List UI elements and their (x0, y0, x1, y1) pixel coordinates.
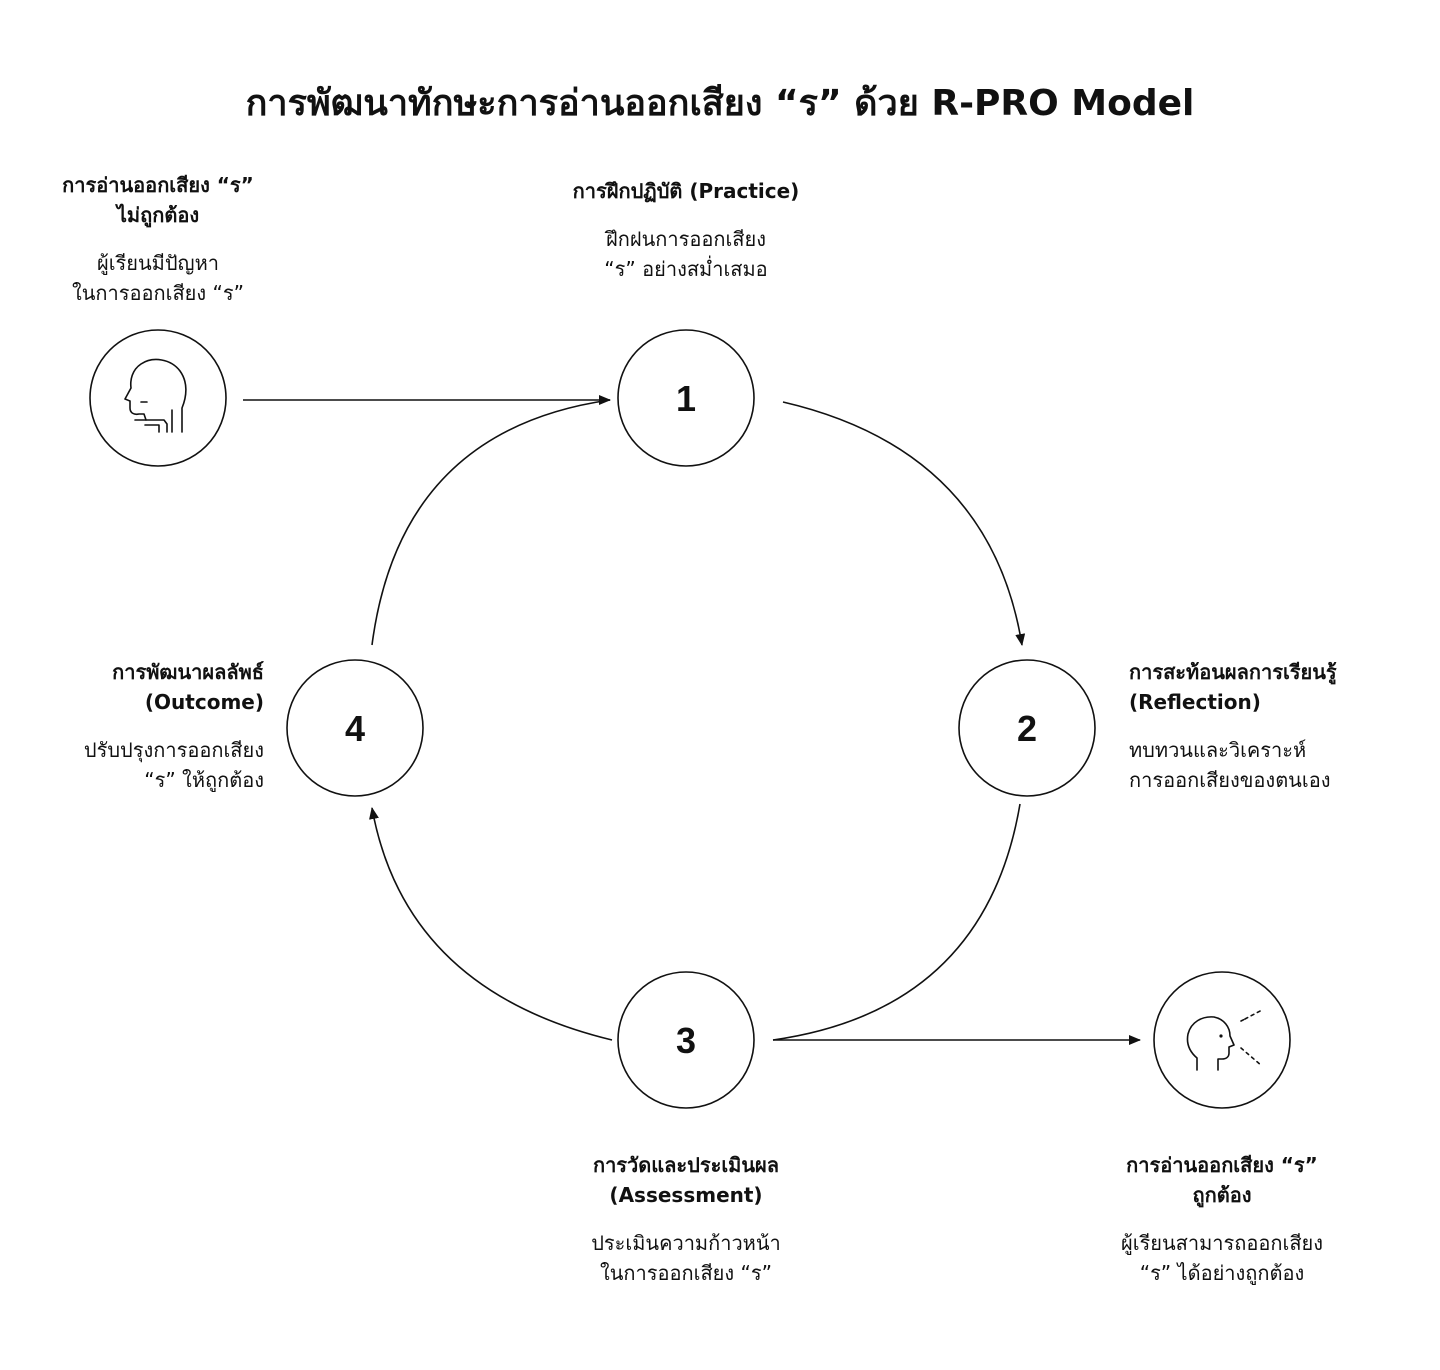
step-3-heading: การวัดและประเมินผล (Assessment) (536, 1150, 836, 1210)
step-4-circle (286, 659, 424, 797)
step-4-description-line: ปรับปรุงการออกเสียง (83, 738, 264, 762)
step-4-heading: การพัฒนาผลลัพธ์ (Outcome) (10, 657, 264, 717)
step-2-description-line: ทบทวนและวิเคราะห์ (1129, 738, 1307, 762)
step-4-text-block: การพัฒนาผลลัพธ์ (Outcome) ปรับปรุงการออก… (10, 657, 264, 795)
start-text-block: การอ่านออกเสียง “ร” ไม่ถูกต้อง ผู้เรียนม… (20, 170, 296, 308)
step-2-description: ทบทวนและวิเคราะห์ การออกเสียงของตนเอง (1129, 735, 1429, 795)
step-3-heading-line: (Assessment) (609, 1183, 763, 1207)
step-3-description-line: ประเมินความก้าวหน้า (591, 1231, 781, 1255)
speaking-head-icon (1186, 1009, 1263, 1071)
end-heading: การอ่านออกเสียง “ร” ถูกต้อง (1076, 1150, 1368, 1210)
step-4-description: ปรับปรุงการออกเสียง “ร” ให้ถูกต้อง (10, 735, 264, 795)
end-icon-circle (1153, 971, 1291, 1109)
step-4-number: 4 (345, 708, 365, 749)
step-1-heading-line: การฝึกปฏิบัติ (Practice) (572, 179, 800, 203)
step-3-heading-line: การวัดและประเมินผล (592, 1153, 780, 1177)
step-1-circle (617, 329, 755, 467)
step-3-description-line: ในการออกเสียง “ร” (599, 1261, 772, 1285)
start-heading-line: ไม่ถูกต้อง (116, 203, 200, 227)
step-2-number: 2 (1017, 708, 1037, 749)
diagram-title: การพัฒนาทักษะการอ่านออกเสียง “ร” ด้วย R-… (245, 83, 1195, 124)
end-description-line: ผู้เรียนสามารถออกเสียง (1120, 1231, 1324, 1255)
end-description-line: “ร” ได้อย่างถูกต้อง (1139, 1261, 1305, 1285)
step-2-heading-line: การสะท้อนผลการเรียนรู้ (1129, 660, 1337, 684)
step-4-heading-line: (Outcome) (144, 690, 264, 714)
arrow-step2-to-step3 (772, 803, 1021, 1041)
step-4-description-line: “ร” ให้ถูกต้อง (144, 768, 264, 792)
step-3-circle (617, 971, 755, 1109)
step-1-text-block: การฝึกปฏิบัติ (Practice) ฝึกฝนการออกเสีย… (523, 176, 849, 284)
head-throat-icon (124, 358, 187, 433)
step-3-number: 3 (676, 1020, 696, 1061)
step-2-text-block: การสะท้อนผลการเรียนรู้ (Reflection) ทบทว… (1129, 657, 1429, 795)
step-1-description-line: “ร” อย่างสม่ำเสมอ (604, 257, 768, 281)
step-2-description-line: การออกเสียงของตนเอง (1129, 768, 1331, 792)
end-heading-line: การอ่านออกเสียง “ร” (1126, 1153, 1318, 1177)
step-1-description: ฝึกฝนการออกเสียง “ร” อย่างสม่ำเสมอ (523, 224, 849, 284)
start-description: ผู้เรียนมีปัญหา ในการออกเสียง “ร” (20, 248, 296, 308)
start-description-line: ผู้เรียนมีปัญหา (96, 251, 220, 275)
end-text-block: การอ่านออกเสียง “ร” ถูกต้อง ผู้เรียนสามา… (1076, 1150, 1368, 1288)
end-heading-line: ถูกต้อง (1192, 1183, 1252, 1207)
step-2-circle (958, 659, 1096, 797)
arrow-step1-to-step2 (782, 401, 1026, 646)
step-3-text-block: การวัดและประเมินผล (Assessment) ประเมินค… (536, 1150, 836, 1288)
step-2-heading-line: (Reflection) (1129, 690, 1261, 714)
step-4-heading-line: การพัฒนาผลลัพธ์ (112, 660, 264, 684)
arrow-step4-to-step1 (371, 399, 611, 646)
step-3-description: ประเมินความก้าวหน้า ในการออกเสียง “ร” (536, 1228, 836, 1288)
step-1-heading: การฝึกปฏิบัติ (Practice) (523, 176, 849, 206)
start-heading-line: การอ่านออกเสียง “ร” (62, 173, 254, 197)
arrow-step3-to-step4 (369, 807, 613, 1041)
start-description-line: ในการออกเสียง “ร” (71, 281, 244, 305)
step-2-heading: การสะท้อนผลการเรียนรู้ (Reflection) (1129, 657, 1429, 717)
step-1-number: 1 (676, 378, 696, 419)
start-heading: การอ่านออกเสียง “ร” ไม่ถูกต้อง (20, 170, 296, 230)
start-icon-circle (89, 329, 227, 467)
end-description: ผู้เรียนสามารถออกเสียง “ร” ได้อย่างถูกต้… (1076, 1228, 1368, 1288)
step-1-description-line: ฝึกฝนการออกเสียง (606, 227, 766, 251)
